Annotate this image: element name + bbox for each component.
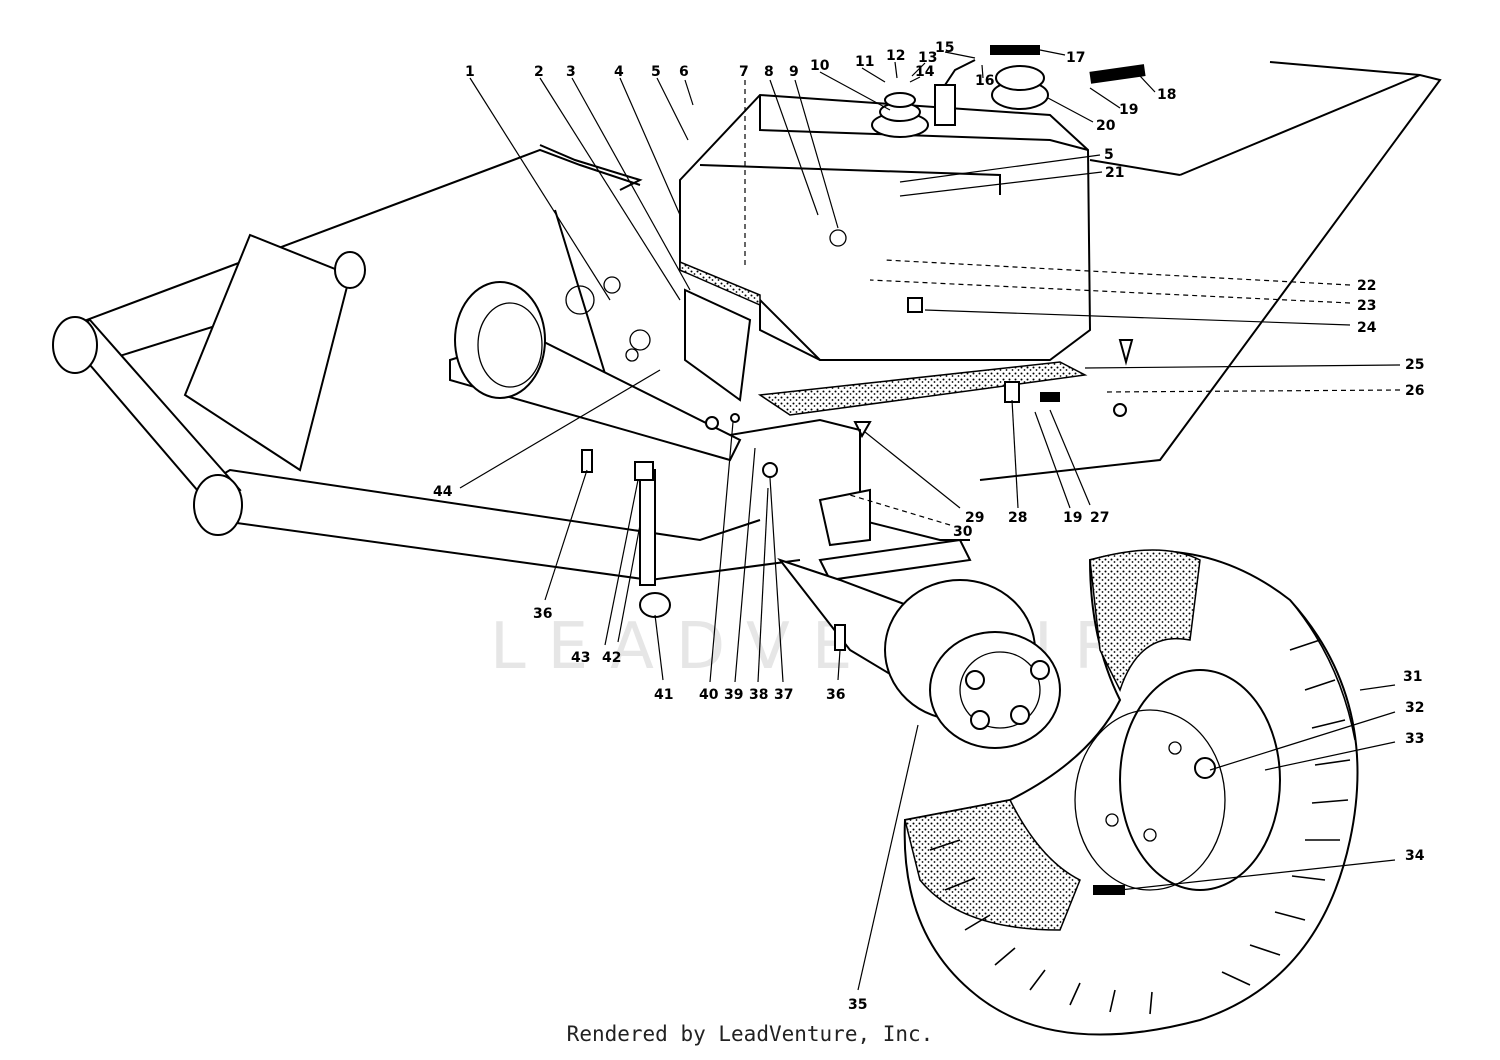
callout-16: 16: [975, 73, 994, 89]
callout-numbers: 1 2 3 4 5 6 7 8 9 10 11 12 13 14 15 16 1…: [433, 40, 1425, 1013]
callout-19b: 19: [1063, 510, 1082, 526]
callout-3: 3: [566, 64, 576, 80]
callout-12: 12: [886, 48, 905, 64]
callout-44: 44: [433, 484, 453, 500]
callout-40: 40: [699, 687, 719, 703]
callout-29: 29: [965, 510, 984, 526]
callout-31: 31: [1403, 669, 1422, 685]
small-parts: [581, 339, 1134, 651]
callout-38: 38: [749, 687, 768, 703]
callout-27: 27: [1090, 510, 1109, 526]
callout-30: 30: [953, 524, 973, 540]
callout-9: 9: [789, 64, 799, 80]
callout-24: 24: [1357, 320, 1377, 336]
callout-21: 21: [1105, 165, 1124, 181]
callout-36: 36: [533, 606, 552, 622]
callout-11: 11: [855, 54, 874, 70]
callout-10: 10: [810, 58, 830, 74]
callout-5: 5: [651, 64, 661, 80]
rendered-by-credit: Rendered by LeadVenture, Inc.: [566, 1022, 934, 1046]
callout-4: 4: [614, 64, 624, 80]
callout-13: 13: [918, 50, 937, 66]
callout-20: 20: [1096, 118, 1116, 134]
callout-37: 37: [774, 687, 793, 703]
callout-32: 32: [1405, 700, 1424, 716]
callout-7: 7: [739, 64, 749, 80]
callout-14: 14: [915, 64, 935, 80]
callout-5b: 5: [1104, 147, 1114, 163]
callout-26: 26: [1405, 383, 1424, 399]
pads: [679, 260, 1088, 416]
callout-17: 17: [1066, 50, 1085, 66]
callout-15: 15: [935, 40, 954, 56]
callout-1: 1: [465, 64, 475, 80]
callout-8: 8: [764, 64, 774, 80]
frame: [52, 61, 1442, 682]
callout-25: 25: [1405, 357, 1424, 373]
callout-42: 42: [602, 650, 621, 666]
callout-2: 2: [534, 64, 544, 80]
callout-6: 6: [679, 64, 689, 80]
leader-lines: [459, 49, 1401, 991]
callout-43: 43: [571, 650, 590, 666]
callout-36b: 36: [826, 687, 845, 703]
fuel-tank: [679, 45, 1146, 361]
callout-22: 22: [1357, 278, 1376, 294]
rear-wheel: [884, 549, 1359, 1036]
callout-34: 34: [1405, 848, 1425, 864]
callout-18: 18: [1157, 87, 1176, 103]
callout-35: 35: [848, 997, 867, 1013]
callout-19: 19: [1119, 102, 1138, 118]
callout-33: 33: [1405, 731, 1424, 747]
callout-41: 41: [654, 687, 673, 703]
callout-23: 23: [1357, 298, 1376, 314]
callout-39: 39: [724, 687, 743, 703]
callout-28: 28: [1008, 510, 1027, 526]
